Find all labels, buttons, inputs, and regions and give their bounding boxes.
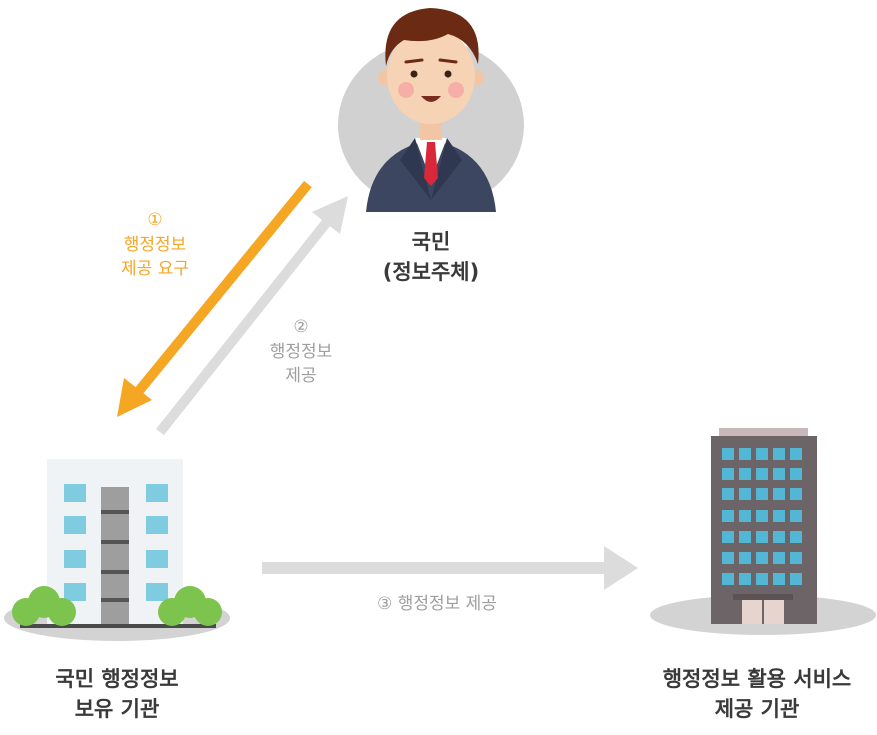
arrow-request: [117, 180, 312, 417]
service-building-windows: [722, 448, 802, 585]
citizen-label-line1: 국민: [411, 230, 451, 254]
step1-number: ①: [147, 210, 163, 230]
arrow-provide-to-citizen: [156, 196, 348, 436]
citizen-label-line2: (정보주체): [382, 260, 480, 285]
citizen-label: 국민 (정보주체): [351, 227, 511, 288]
arrow-provide-to-service: [262, 546, 638, 590]
service-label-line2: 제공 기관: [714, 697, 800, 722]
step2-line1: 행정정보: [269, 341, 333, 362]
step1-line1: 행정정보: [123, 234, 187, 255]
step1-line2: 제공 요구: [121, 259, 189, 280]
step2-label: ② 행정정보 제공: [241, 315, 361, 389]
holder-label-line1: 국민 행정정보: [55, 667, 179, 691]
step3-label: ③ 행정정보 제공: [337, 592, 537, 617]
holder-label: 국민 행정정보 보유 기관: [12, 664, 222, 725]
step2-number: ②: [293, 317, 309, 337]
step3-text: ③ 행정정보 제공: [377, 594, 497, 614]
step1-label: ① 행정정보 제공 요구: [95, 208, 215, 282]
citizen-avatar: [338, 8, 524, 212]
service-label-line1: 행정정보 활용 서비스: [662, 667, 852, 691]
service-building-icon: [650, 428, 876, 635]
holder-label-line2: 보유 기관: [74, 697, 160, 722]
holder-building-icon: [4, 459, 230, 641]
service-label: 행정정보 활용 서비스 제공 기관: [637, 664, 877, 725]
step2-line2: 제공: [285, 366, 317, 387]
